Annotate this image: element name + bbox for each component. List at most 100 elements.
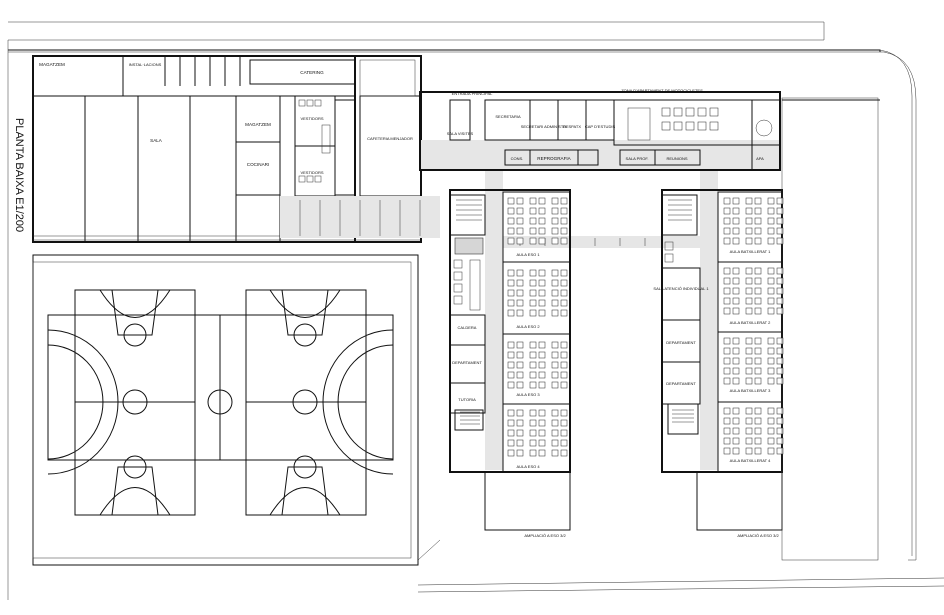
desk bbox=[560, 269, 568, 277]
label-apa: APA bbox=[756, 156, 764, 161]
desk bbox=[723, 297, 731, 305]
desk bbox=[507, 279, 515, 287]
desk bbox=[551, 217, 559, 225]
label-magatzem-top: MAGATZEM bbox=[39, 62, 65, 67]
desk bbox=[723, 337, 731, 345]
desk bbox=[723, 357, 731, 365]
desk bbox=[732, 287, 740, 295]
desk bbox=[507, 409, 515, 417]
desk bbox=[551, 309, 559, 317]
desk bbox=[529, 227, 537, 235]
desk bbox=[538, 309, 546, 317]
desk bbox=[767, 207, 775, 215]
label-secretari: SECRETARI ADMINISTR. bbox=[521, 124, 568, 129]
desk bbox=[754, 227, 762, 235]
desk bbox=[516, 351, 524, 359]
label-cafeteria: CAFETERIA MENJADOR bbox=[367, 136, 413, 141]
label-aula-eso-3: AULA ESO 3 bbox=[516, 392, 540, 397]
desk bbox=[776, 447, 784, 455]
desk bbox=[767, 307, 775, 315]
desk bbox=[560, 207, 568, 215]
desk bbox=[538, 227, 546, 235]
desk bbox=[551, 351, 559, 359]
label-instalacions: INSTAL·LACIONS bbox=[129, 62, 162, 67]
desk bbox=[529, 309, 537, 317]
desk bbox=[560, 361, 568, 369]
desk bbox=[723, 207, 731, 215]
desk bbox=[507, 217, 515, 225]
desk bbox=[507, 361, 515, 369]
desk bbox=[529, 351, 537, 359]
label-conserj: CONS. bbox=[511, 156, 524, 161]
desk bbox=[538, 207, 546, 215]
desk bbox=[560, 429, 568, 437]
desk bbox=[723, 417, 731, 425]
desk bbox=[507, 197, 515, 205]
desk bbox=[767, 197, 775, 205]
desk bbox=[538, 351, 546, 359]
desk bbox=[767, 437, 775, 445]
desk bbox=[723, 407, 731, 415]
desk bbox=[776, 197, 784, 205]
desk bbox=[767, 357, 775, 365]
desk bbox=[507, 227, 515, 235]
desk bbox=[560, 419, 568, 427]
desk bbox=[560, 449, 568, 457]
label-ampliacio-1: AMPLIACIÓ A ESO 3/2 bbox=[524, 533, 566, 538]
desk bbox=[538, 361, 546, 369]
desk bbox=[560, 381, 568, 389]
desk bbox=[723, 237, 731, 245]
desk bbox=[767, 337, 775, 345]
label-aula-batx-1: AULA BATXILLERAT 1 bbox=[730, 249, 771, 254]
desk bbox=[551, 299, 559, 307]
desk bbox=[745, 277, 753, 285]
desk bbox=[776, 227, 784, 235]
desk bbox=[745, 377, 753, 385]
desk bbox=[745, 337, 753, 345]
desk bbox=[745, 427, 753, 435]
desk bbox=[723, 277, 731, 285]
desk bbox=[776, 347, 784, 355]
desk bbox=[551, 289, 559, 297]
desk bbox=[507, 341, 515, 349]
desk bbox=[745, 207, 753, 215]
desk bbox=[754, 447, 762, 455]
desk bbox=[560, 299, 568, 307]
desk bbox=[538, 381, 546, 389]
desk bbox=[516, 207, 524, 215]
desk bbox=[538, 269, 546, 277]
desk bbox=[507, 299, 515, 307]
desk bbox=[754, 217, 762, 225]
desk bbox=[754, 297, 762, 305]
desk bbox=[767, 347, 775, 355]
desk bbox=[507, 429, 515, 437]
desk bbox=[754, 417, 762, 425]
desk bbox=[529, 237, 537, 245]
desk bbox=[723, 347, 731, 355]
label-departament-r1: DEPARTAMENT bbox=[666, 340, 696, 345]
desk bbox=[723, 227, 731, 235]
desk bbox=[551, 341, 559, 349]
desk bbox=[551, 279, 559, 287]
desk bbox=[507, 351, 515, 359]
desk bbox=[538, 449, 546, 457]
desk bbox=[745, 217, 753, 225]
label-departament-l: DEPARTAMENT bbox=[452, 360, 482, 365]
desk bbox=[723, 447, 731, 455]
desk bbox=[754, 207, 762, 215]
desk bbox=[754, 307, 762, 315]
desk bbox=[745, 307, 753, 315]
desk bbox=[776, 417, 784, 425]
label-catering: CATERING bbox=[300, 70, 324, 75]
desk bbox=[723, 367, 731, 375]
desk bbox=[529, 439, 537, 447]
desk bbox=[560, 409, 568, 417]
desk bbox=[516, 309, 524, 317]
desk bbox=[529, 341, 537, 349]
label-reprografia: REPROGRAFIA bbox=[537, 156, 571, 161]
desk bbox=[529, 419, 537, 427]
right-classroom-wing bbox=[661, 97, 880, 561]
desk bbox=[767, 407, 775, 415]
